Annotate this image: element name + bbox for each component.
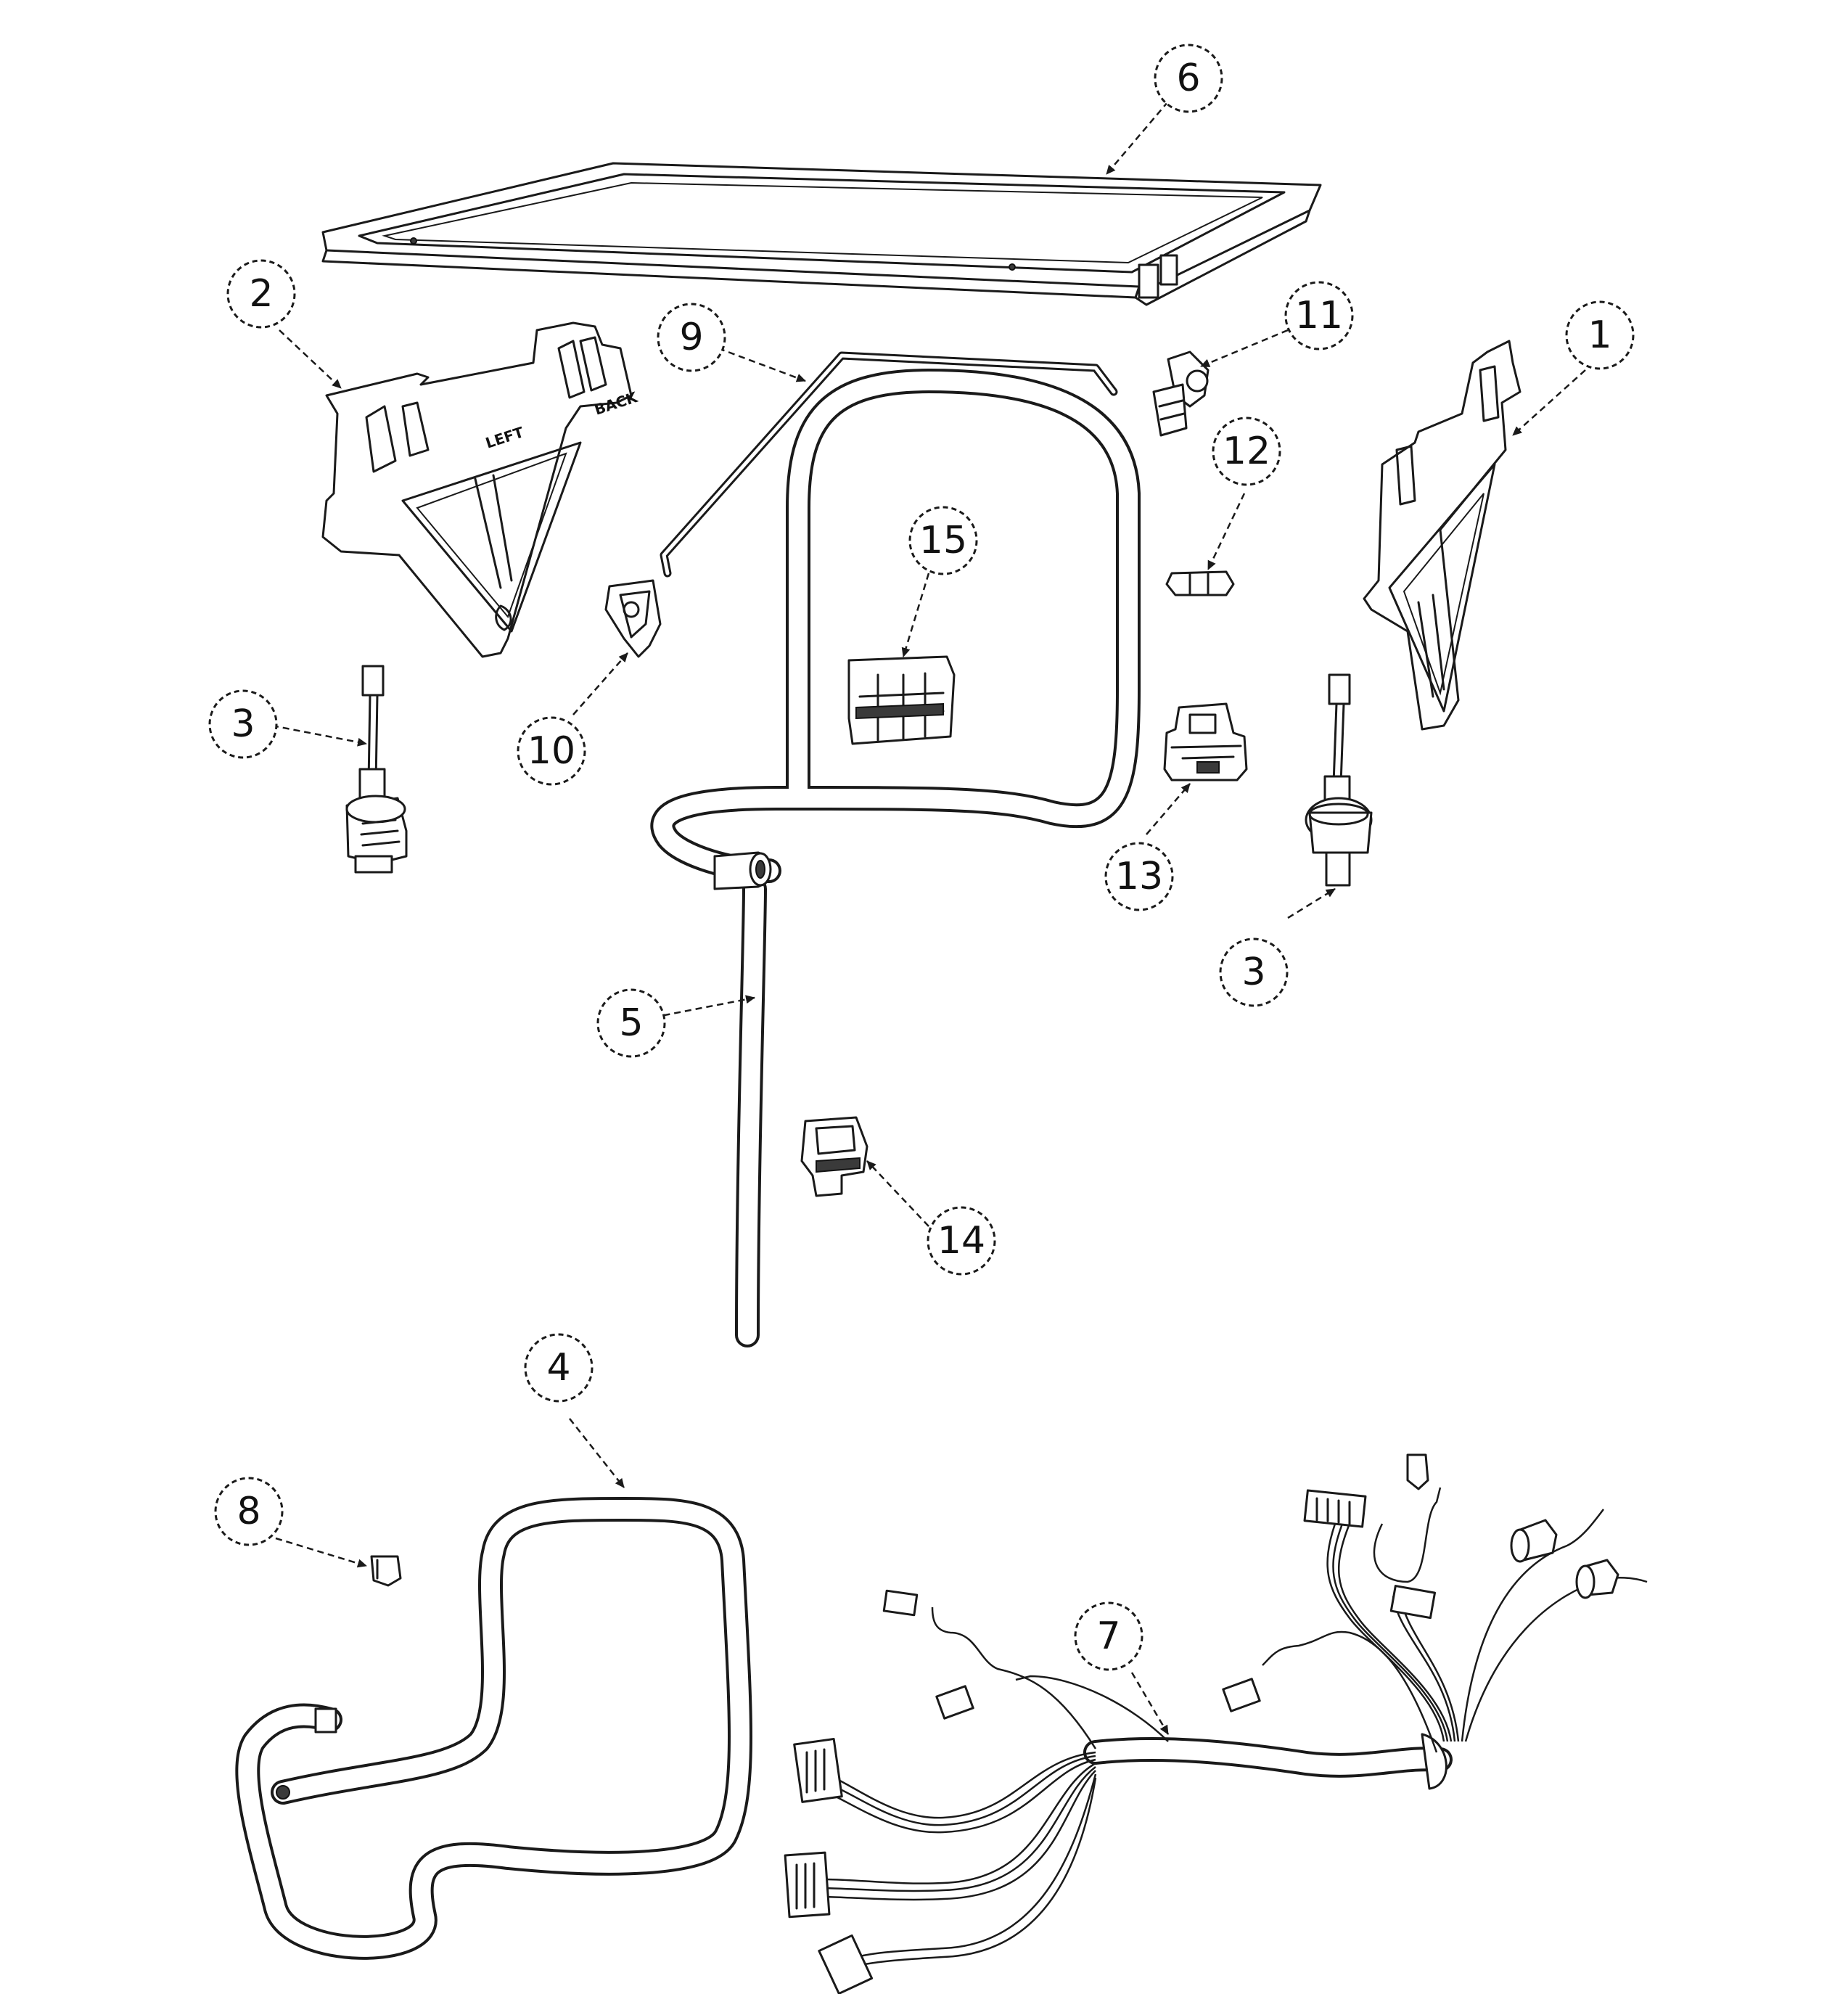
svg-text:10: 10 (527, 729, 575, 773)
svg-text:3: 3 (231, 702, 255, 746)
callout-5: 5 (596, 988, 666, 1058)
callout-10: 10 (517, 716, 586, 786)
svg-text:7: 7 (1096, 1615, 1120, 1658)
callout-11: 11 (1284, 281, 1354, 350)
callout-6: 6 (1154, 44, 1223, 113)
svg-text:13: 13 (1115, 855, 1163, 898)
svg-text:6: 6 (1176, 57, 1200, 100)
callout-3-right: 3 (1219, 937, 1289, 1007)
svg-text:5: 5 (619, 1001, 643, 1045)
sensor-left-part-3 (345, 665, 408, 874)
callout-2: 2 (226, 259, 296, 329)
connector-part-13 (1163, 702, 1248, 781)
left-bracket-part-2: LEFT BACK (321, 321, 641, 658)
svg-text:4: 4 (546, 1346, 570, 1390)
svg-text:12: 12 (1223, 430, 1270, 473)
clip-part-10 (604, 579, 662, 658)
svg-text:2: 2 (249, 272, 273, 316)
callout-13: 13 (1104, 842, 1174, 911)
callout-9: 9 (657, 303, 726, 372)
fitting-part-11 (1152, 350, 1210, 437)
svg-text:14: 14 (937, 1219, 985, 1263)
callout-3-left: 3 (208, 689, 278, 759)
callout-1: 1 (1565, 300, 1635, 370)
connector-part-15 (847, 655, 956, 745)
frame-part-6 (321, 162, 1322, 306)
sensor-right-part-3 (1305, 673, 1373, 887)
svg-text:3: 3 (1241, 951, 1265, 994)
svg-text:8: 8 (237, 1490, 260, 1533)
connector-part-14 (800, 1116, 868, 1197)
callout-12: 12 (1212, 417, 1281, 486)
svg-text:11: 11 (1295, 294, 1343, 337)
svg-text:1: 1 (1588, 313, 1611, 357)
svg-text:15: 15 (919, 519, 967, 562)
callout-8: 8 (214, 1477, 284, 1546)
callout-leaders (271, 101, 1586, 1735)
callout-4: 4 (524, 1333, 594, 1403)
svg-text:9: 9 (679, 316, 703, 359)
hose-part-5 (650, 369, 1141, 1347)
hose-part-4 (235, 1497, 752, 1960)
callout-14: 14 (927, 1206, 996, 1276)
right-bracket-part-1 (1363, 340, 1521, 731)
callout-15: 15 (908, 506, 978, 575)
clip-part-12 (1165, 570, 1235, 596)
callout-7: 7 (1074, 1601, 1143, 1671)
wire-harness-part-7 (784, 1453, 1648, 1994)
clip-part-8 (370, 1555, 402, 1587)
rod-part-9 (660, 351, 1118, 578)
